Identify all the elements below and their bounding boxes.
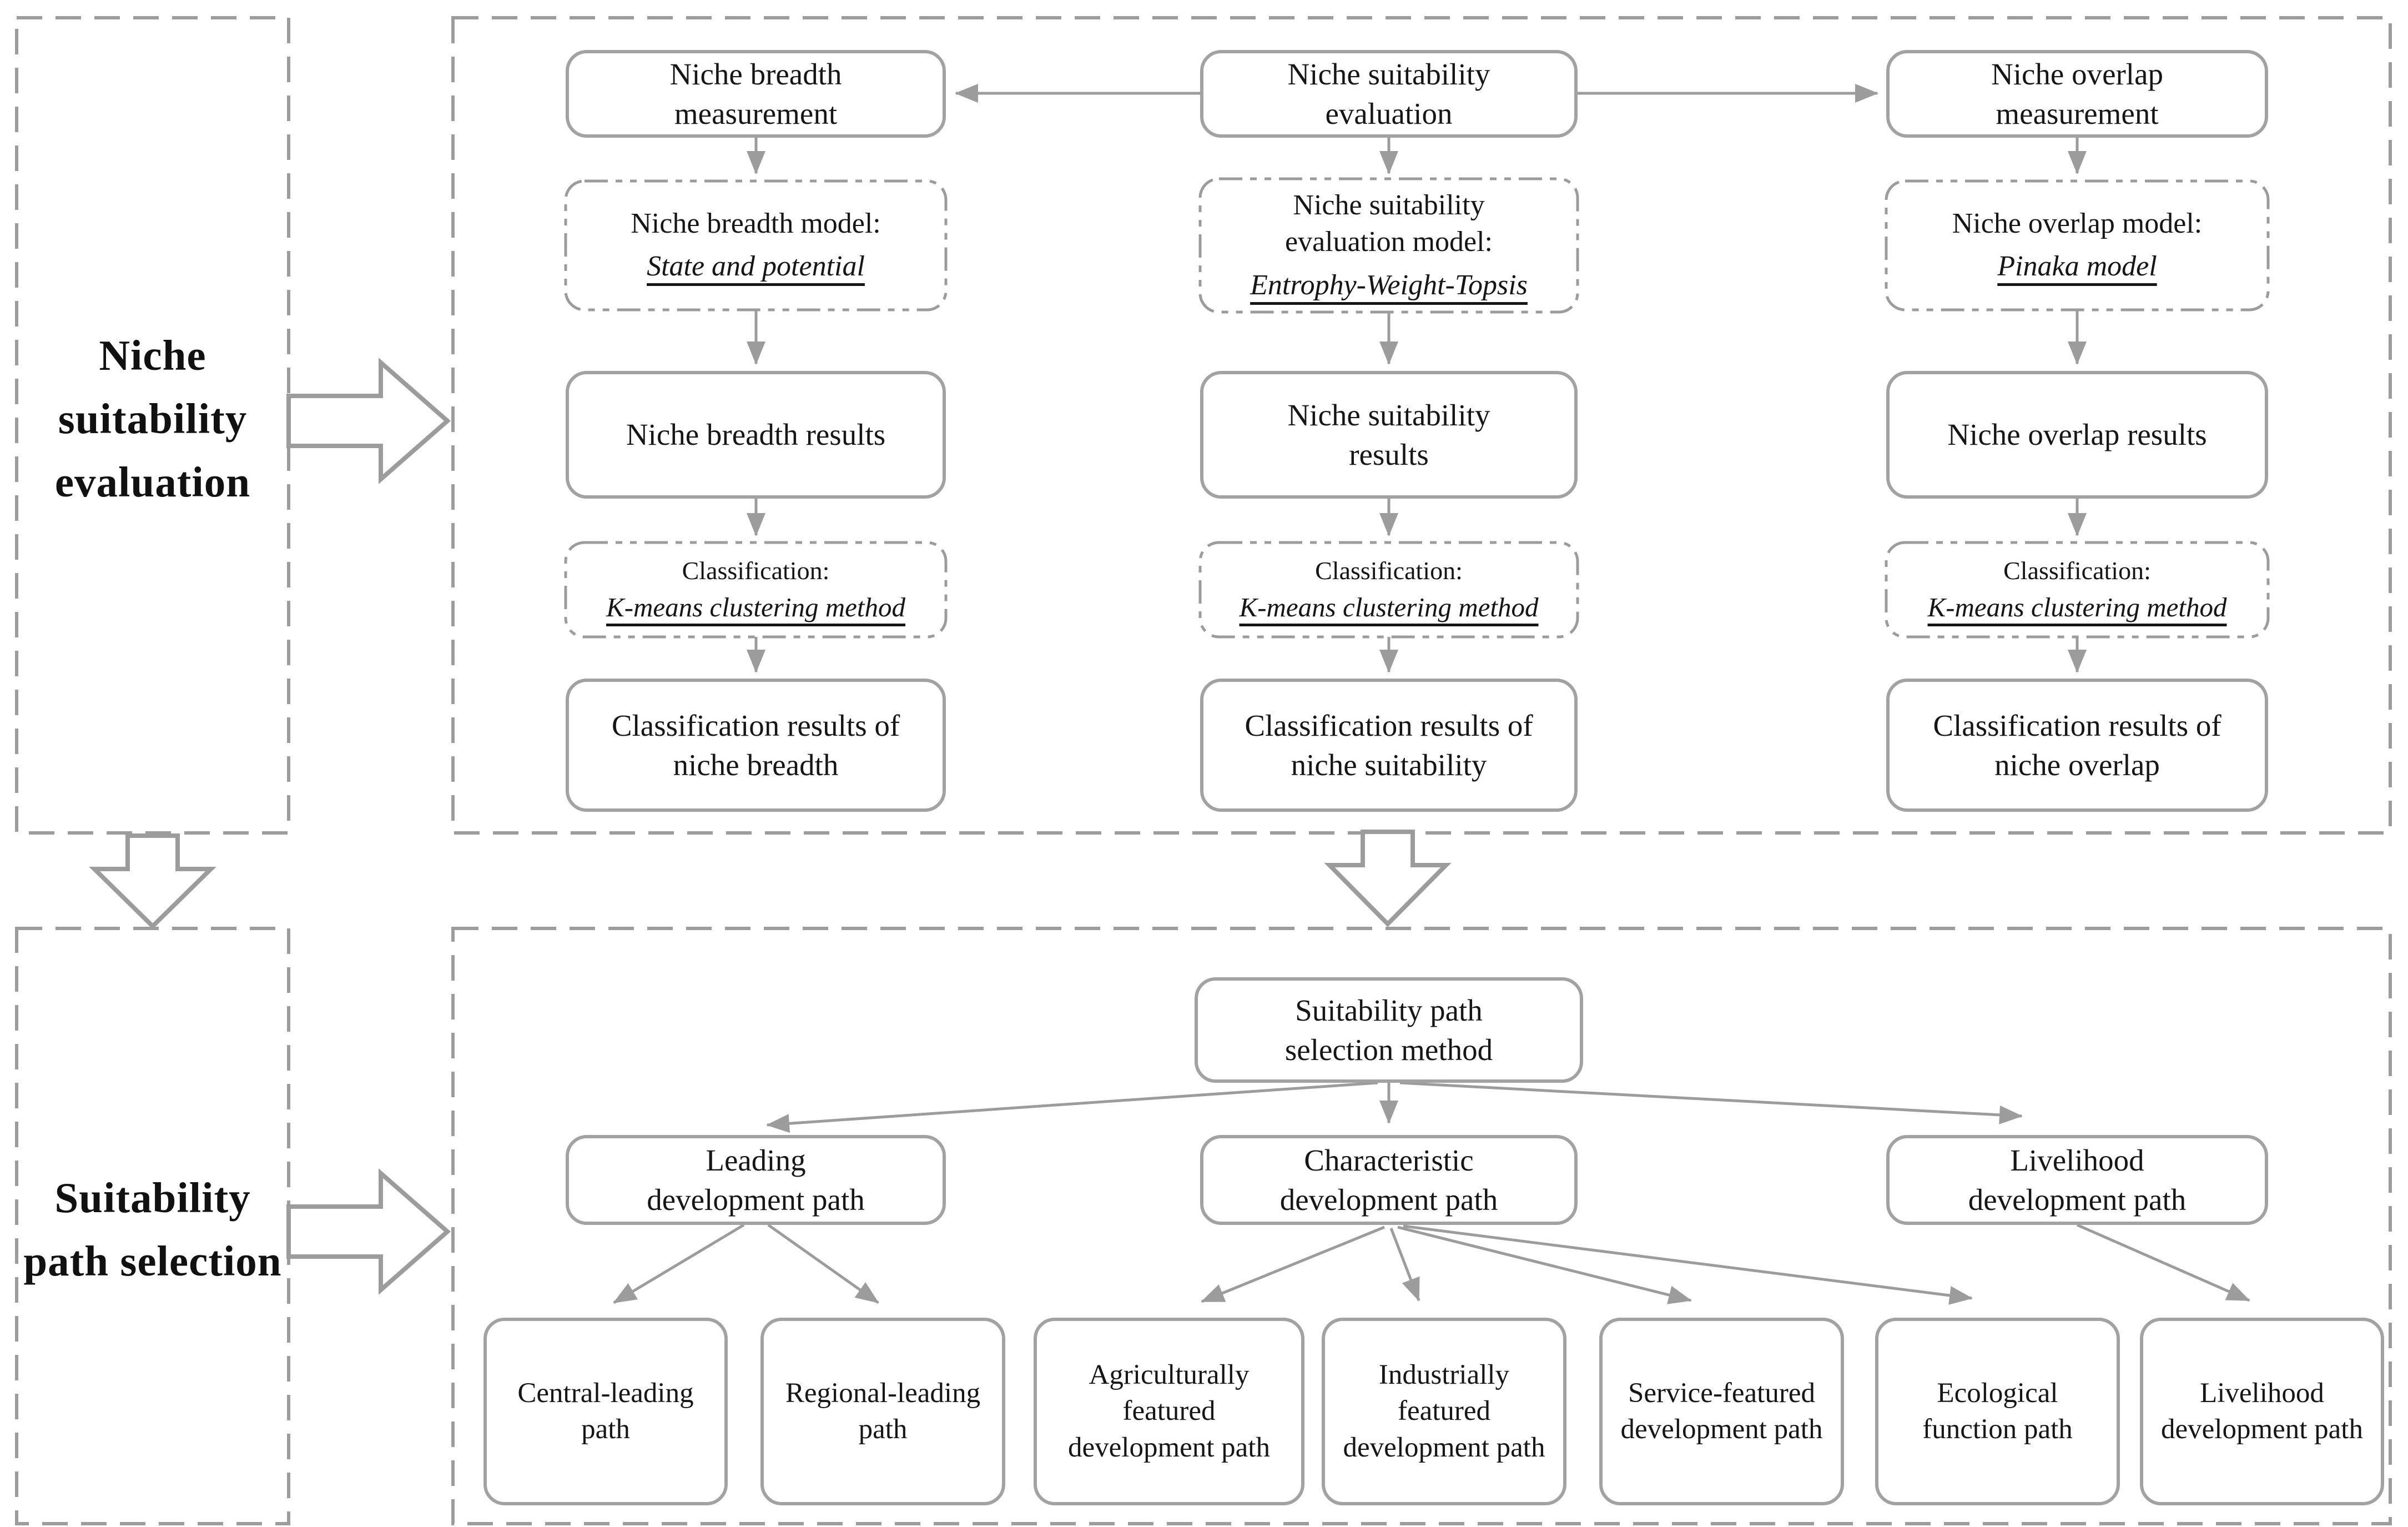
overlap-classification-method: K-means clustering method bbox=[1927, 591, 2227, 622]
node-niche-overlap-results: Niche overlap results bbox=[1886, 371, 2268, 499]
node-livelihood-development-path: Livelihood development path bbox=[2140, 1318, 2384, 1505]
arrow-method-livelihood bbox=[1399, 1081, 2023, 1124]
node-central-leading-path: Central-leading path bbox=[483, 1318, 728, 1505]
node-characteristic-development-path: Characteristic development path bbox=[1200, 1135, 1578, 1225]
node-service-featured-development-path: Service-featured development path bbox=[1599, 1318, 1844, 1505]
node-breadth-classification: Classification: K-means clustering metho… bbox=[566, 543, 946, 637]
niche-overlap-model-method: Pinaka model bbox=[1997, 250, 2157, 283]
node-industrially-featured-development-path: Industrially featured development path bbox=[1322, 1318, 1566, 1505]
arrows bbox=[613, 84, 2250, 1305]
arrow-char-ecological bbox=[1403, 1224, 1973, 1305]
suitability-classification-border bbox=[1198, 541, 1579, 639]
arrow-leading-central bbox=[613, 1223, 745, 1304]
overlap-classification-title: Classification: bbox=[2003, 556, 2151, 585]
niche-suitability-model-method: Entrophy-Weight-Topsis bbox=[1250, 269, 1528, 301]
node-niche-breadth-results: Niche breadth results bbox=[566, 371, 946, 499]
arrow-char-service bbox=[1397, 1225, 1692, 1304]
node-niche-overlap-measurement: Niche overlap measurement bbox=[1886, 50, 2268, 138]
breadth-classification-border bbox=[564, 541, 948, 639]
block-arrow-stage2-icon bbox=[286, 1168, 451, 1295]
block-arrow-stage1-icon bbox=[286, 358, 451, 484]
node-niche-breadth-measurement: Niche breadth measurement bbox=[566, 50, 946, 138]
node-ecological-function-path: Ecological function path bbox=[1875, 1318, 2120, 1505]
niche-breadth-model-title: Niche breadth model: bbox=[631, 207, 881, 239]
suitability-classification-title: Classification: bbox=[1315, 556, 1463, 585]
node-niche-suitability-evaluation: Niche suitability evaluation bbox=[1200, 50, 1578, 138]
suitability-classification-method: K-means clustering method bbox=[1239, 591, 1539, 622]
node-classification-results-breadth: Classification results of niche breadth bbox=[566, 679, 946, 812]
node-agriculturally-featured-development-path: Agriculturally featured development path bbox=[1034, 1318, 1304, 1505]
node-niche-suitability-model: Niche suitability evaluation model: Entr… bbox=[1200, 179, 1578, 312]
node-classification-results-overlap: Classification results of niche overlap bbox=[1886, 679, 2268, 812]
node-regional-leading-path: Regional-leading path bbox=[760, 1318, 1005, 1505]
niche-breadth-model-method: State and potential bbox=[647, 250, 865, 283]
node-niche-suitability-results: Niche suitability results bbox=[1200, 371, 1578, 499]
breadth-classification-title: Classification: bbox=[682, 556, 830, 585]
node-niche-breadth-model: Niche breadth model: State and potential bbox=[566, 181, 946, 310]
block-arrows bbox=[89, 358, 1452, 1295]
node-overlap-classification: Classification: K-means clustering metho… bbox=[1886, 543, 2268, 637]
node-livelihood-development-path-branch: Livelihood development path bbox=[1886, 1135, 2268, 1225]
node-suitability-classification: Classification: K-means clustering metho… bbox=[1200, 543, 1578, 637]
node-leading-development-path: Leading development path bbox=[566, 1135, 946, 1225]
stage1-label: Niche suitability evaluation bbox=[54, 331, 251, 506]
arrow-livelihood-path bbox=[2076, 1223, 2250, 1302]
breadth-classification-method: K-means clustering method bbox=[606, 591, 905, 622]
arrow-char-agricultural bbox=[1201, 1225, 1385, 1303]
stage2-label: Suitability path selection bbox=[23, 1174, 282, 1285]
block-arrow-center-down-icon bbox=[1324, 830, 1452, 927]
niche-suitability-model-title: Niche suitability evaluation model: bbox=[1284, 189, 1493, 258]
stage1-content-container bbox=[451, 16, 2392, 835]
arrow-char-industrial bbox=[1389, 1228, 1420, 1302]
stage2-content-container bbox=[451, 927, 2392, 1525]
node-classification-results-suitability: Classification results of niche suitabil… bbox=[1200, 679, 1578, 812]
block-arrow-left-down-icon bbox=[89, 833, 216, 930]
niche-overlap-model-title: Niche overlap model: bbox=[1952, 207, 2203, 239]
arrow-method-leading bbox=[766, 1081, 1378, 1133]
arrow-leading-regional bbox=[767, 1223, 879, 1304]
node-suitability-path-selection-method: Suitability path selection method bbox=[1195, 977, 1583, 1083]
node-niche-overlap-model: Niche overlap model: Pinaka model bbox=[1886, 181, 2268, 310]
